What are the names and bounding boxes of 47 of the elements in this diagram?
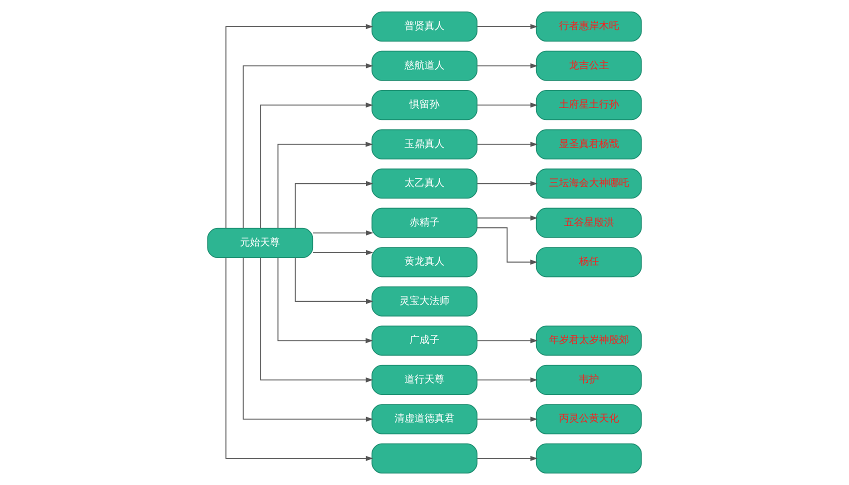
node-box: 灵宝大法师 xyxy=(372,286,478,316)
arrow xyxy=(312,250,374,256)
arrow xyxy=(476,215,538,221)
arrow xyxy=(476,102,538,108)
node-box: 元始天尊 xyxy=(207,228,314,258)
node-box: 慈航道人 xyxy=(372,50,478,81)
arrow xyxy=(476,181,538,186)
arrow xyxy=(312,230,374,236)
arrow xyxy=(242,257,374,422)
node-box: 太乙真人 xyxy=(372,168,478,199)
arrow xyxy=(278,142,373,228)
node-box: 惧留孙 xyxy=(372,90,478,120)
arrow xyxy=(476,24,538,30)
arrow xyxy=(225,257,374,461)
node-box: 普贤真人 xyxy=(372,12,478,42)
arrow xyxy=(294,257,374,304)
arrow xyxy=(260,257,374,382)
node-box: 三坛海会大神哪吒 xyxy=(536,168,642,199)
node-box: 韦护 xyxy=(536,364,642,395)
node-box: 五谷星殷洪 xyxy=(536,208,642,238)
arrow xyxy=(476,227,538,265)
node-box xyxy=(372,443,478,474)
arrow xyxy=(294,181,374,229)
node-box: 杨任 xyxy=(536,247,642,278)
arrow xyxy=(476,416,538,422)
arrow xyxy=(476,142,538,147)
arrow xyxy=(476,63,538,68)
node-box: 清虚道德真君 xyxy=(372,404,478,434)
node-box: 显圣真君杨戬 xyxy=(536,129,642,160)
node-box: 玉鼎真人 xyxy=(372,129,478,160)
arrow xyxy=(476,338,538,344)
node-box xyxy=(536,443,642,474)
arrow xyxy=(476,456,538,461)
node-box: 土府星土行孙 xyxy=(536,90,642,120)
node-box: 黄龙真人 xyxy=(372,247,478,278)
node-box: 龙吉公主 xyxy=(536,50,642,81)
node-box: 广成子 xyxy=(372,326,478,356)
arrow xyxy=(278,257,373,344)
node-box: 行者惠岸木吒 xyxy=(536,12,642,42)
arrow xyxy=(476,377,538,382)
arrow xyxy=(225,24,374,229)
node-box: 丙灵公黄天化 xyxy=(536,404,642,434)
node-box: 道行天尊 xyxy=(372,364,478,395)
arrow xyxy=(242,63,374,229)
node-box: 赤精子 xyxy=(372,208,478,238)
arrow xyxy=(260,102,374,229)
node-box: 年岁君太岁神殷郊 xyxy=(536,326,642,356)
